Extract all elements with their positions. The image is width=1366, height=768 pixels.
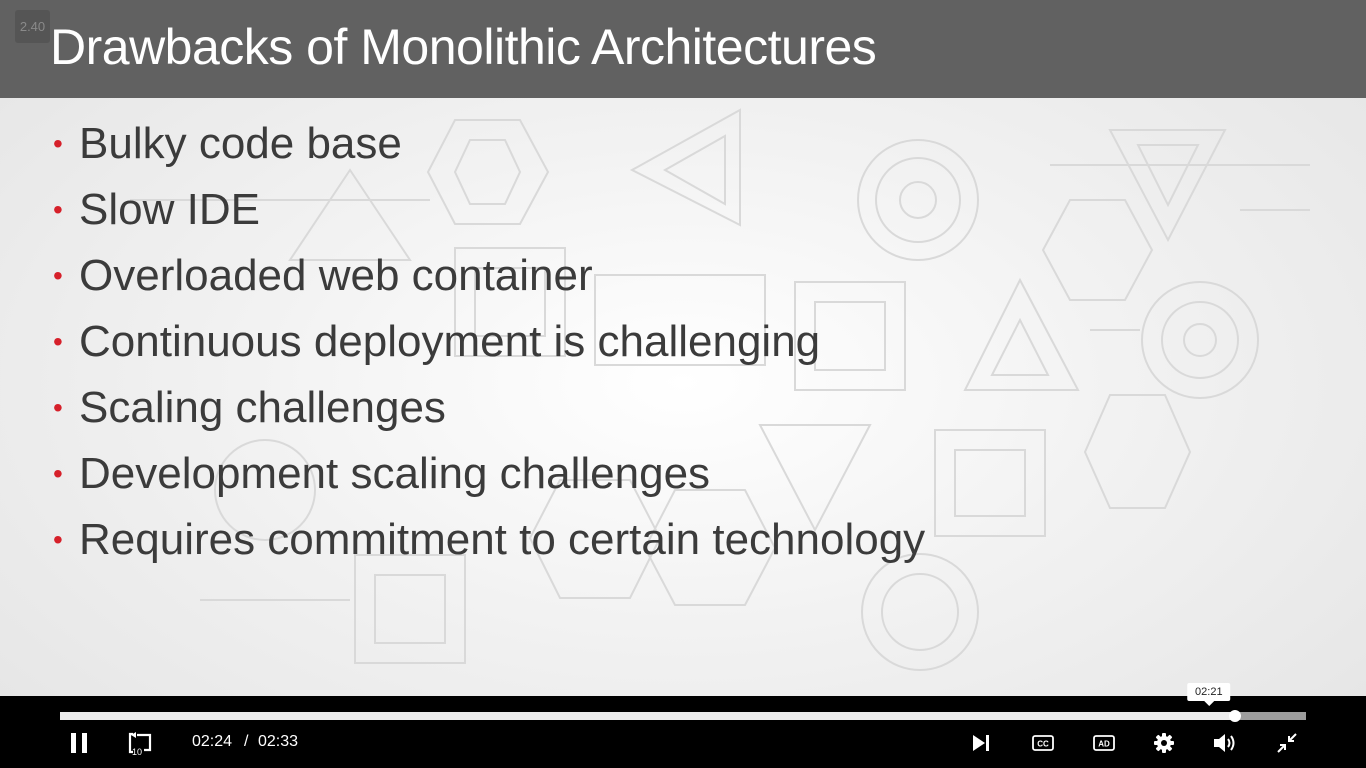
skip-seconds-label: 10 [132,747,142,757]
audio-description-button[interactable]: AD [1092,729,1116,757]
closed-captions-button[interactable]: CC [1031,729,1055,757]
bullet-text: Requires commitment to certain technolog… [79,515,926,564]
playback-speed-badge[interactable]: 2.40 [15,10,50,43]
duration-time: 02:33 [258,733,299,750]
bullet-dot-icon: • [53,458,63,489]
volume-icon [1214,734,1235,752]
player-control-bar: 02:21 10 02:24 / 02:33 CC AD [0,683,1366,768]
settings-gear-icon [1154,733,1174,753]
bullet-item: • Overloaded web container [50,250,925,316]
skip-back-10-button[interactable]: 10 [126,729,156,757]
pause-icon [71,733,87,753]
seek-bar[interactable]: 02:21 [60,683,1306,722]
bullet-text: Continuous deployment is challenging [79,317,821,366]
circuit-background-decoration [130,108,1310,671]
bullet-item: • Development scaling challenges [50,448,925,514]
bullet-text: Slow IDE [79,185,260,234]
bullet-item: • Continuous deployment is challenging [50,316,925,382]
seek-hover-time-tooltip: 02:21 [1187,683,1231,706]
time-separator: / [244,733,249,750]
bullet-item: • Scaling challenges [50,382,925,448]
bullet-dot-icon: • [53,260,63,291]
ad-label: AD [1098,740,1110,749]
exit-fullscreen-icon [1277,733,1297,753]
settings-button[interactable] [1152,729,1176,757]
video-frame[interactable]: Drawbacks of Monolithic Architectures 2.… [0,0,1366,696]
slide-title-bar: Drawbacks of Monolithic Architectures [0,0,1366,98]
next-icon [973,735,989,751]
bullet-dot-icon: • [53,194,63,225]
replay-10-icon: 10 [128,732,152,757]
bullet-dot-icon: • [53,524,63,555]
bullet-item: • Slow IDE [50,184,925,250]
bullet-text: Overloaded web container [79,251,593,300]
bullet-dot-icon: • [53,326,63,357]
volume-button[interactable] [1211,729,1239,757]
seek-bar-thumb[interactable] [1228,710,1241,722]
bullet-text: Development scaling challenges [79,449,711,498]
slide-title: Drawbacks of Monolithic Architectures [50,19,877,75]
bullet-dot-icon: • [53,392,63,423]
bullet-item: • Bulky code base [50,118,925,184]
pause-button[interactable] [66,729,92,757]
bullet-list: • Bulky code base • Slow IDE • Overloaded w… [50,118,925,580]
cc-label: CC [1037,740,1049,749]
bullet-text: Scaling challenges [79,383,446,432]
audio-description-icon: AD [1093,735,1115,751]
bullet-item: • Requires commitment to certain technolo… [50,514,925,580]
seek-bar-played [60,712,1235,720]
exit-fullscreen-button[interactable] [1275,729,1299,757]
current-time: 02:24 [192,733,233,750]
bullet-text: Bulky code base [79,119,402,168]
next-button[interactable] [969,729,993,757]
bullet-dot-icon: • [53,128,63,159]
closed-captions-icon: CC [1032,735,1054,751]
